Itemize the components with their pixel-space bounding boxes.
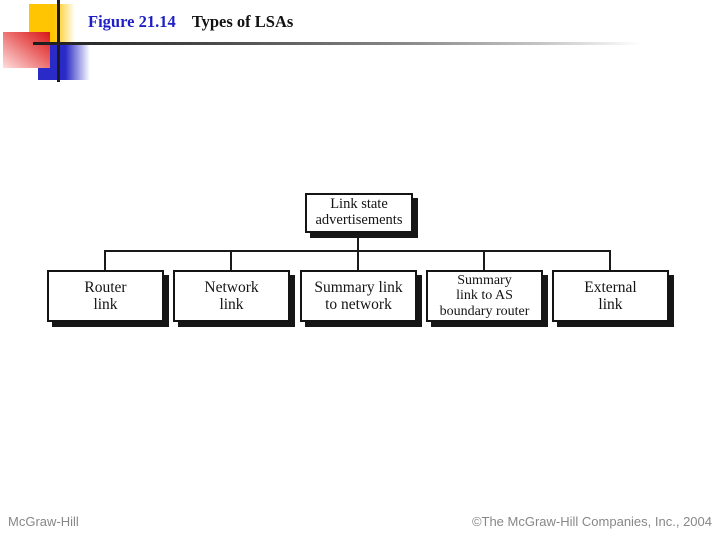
connector-root-stem xyxy=(357,233,359,251)
figure-title-label: Types of LSAs xyxy=(191,12,294,31)
connector-drop-summary-link-network xyxy=(357,250,359,270)
node-network-link: Network link xyxy=(173,270,290,322)
ornament-blue-square xyxy=(49,45,90,80)
ornament-red-square xyxy=(3,32,50,68)
header-divider-rule xyxy=(33,42,660,45)
node-router-link: Router link xyxy=(47,270,164,322)
figure-number-label: Figure 21.14 xyxy=(88,12,176,31)
ornament-blue-tab xyxy=(38,67,50,80)
ornament-vertical-line xyxy=(57,0,60,82)
footer-brand: McGraw-Hill xyxy=(8,514,79,529)
node-link-state-advertisements: Link state advertisements xyxy=(305,193,413,233)
connector-drop-network-link xyxy=(230,250,232,270)
footer-copyright: ©The McGraw-Hill Companies, Inc., 2004 xyxy=(471,514,712,529)
slide-title: Figure 21.14 Types of LSAs xyxy=(88,12,293,32)
connector-drop-external-link xyxy=(609,250,611,270)
connector-drop-summary-link-as xyxy=(483,250,485,270)
node-external-link: External link xyxy=(552,270,669,322)
node-summary-link-to-network: Summary link to network xyxy=(300,270,417,322)
node-summary-link-to-as-boundary-router: Summary link to AS boundary router xyxy=(426,270,543,322)
connector-drop-router-link xyxy=(104,250,106,270)
